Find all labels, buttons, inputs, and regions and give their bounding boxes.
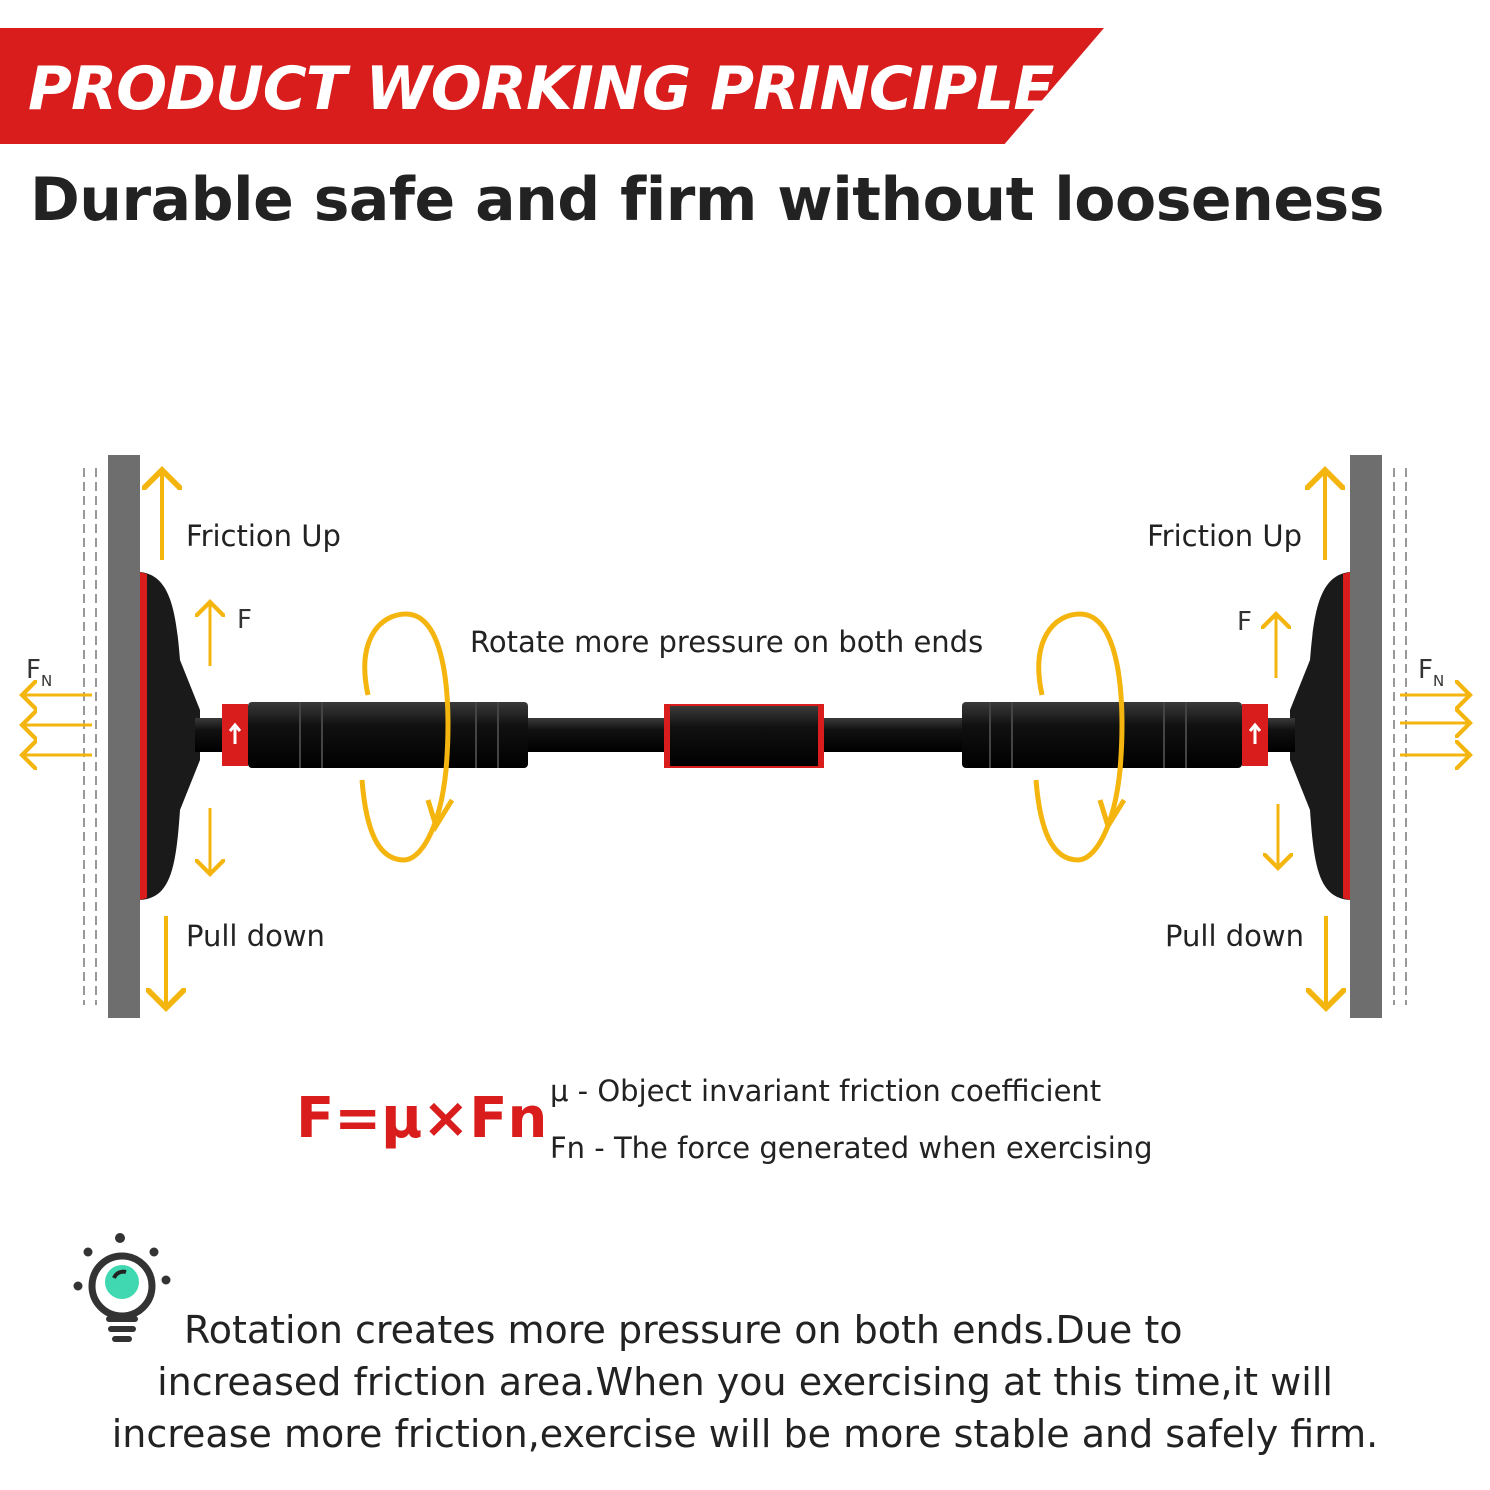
pullup-bar-diagram: Friction Up Friction Up Pull down Pull d… — [0, 455, 1490, 1018]
rotate-label: Rotate more pressure on both ends — [470, 625, 983, 659]
right-wall — [1350, 455, 1407, 1018]
right-end-cap — [1290, 572, 1350, 900]
force-arrows — [210, 602, 1278, 874]
lightbulb-icon — [73, 1233, 171, 1342]
rotation-arrow-icon — [359, 611, 1127, 863]
tip-line-1: Rotation creates more pressure on both e… — [184, 1308, 1183, 1352]
normal-force-arrows — [22, 695, 1470, 755]
force-label-right: F — [1237, 607, 1252, 637]
banner-title: PRODUCT WORKING PRINCIPLE — [28, 54, 1054, 124]
header-banner — [0, 28, 1104, 144]
arrow-icon — [228, 722, 242, 744]
normal-force-label-right: FN — [1418, 655, 1444, 690]
arrow-icon — [1248, 722, 1262, 744]
tip-line-2: increased friction area.When you exercis… — [157, 1360, 1333, 1404]
pull-down-label-left: Pull down — [186, 919, 325, 953]
left-wall — [83, 455, 140, 1018]
left-end-cap — [140, 572, 200, 900]
friction-formula: F=μ×Fn — [296, 1086, 548, 1151]
tip-line-3: increase more friction,exercise will be … — [111, 1412, 1379, 1456]
definition-mu: μ - Object invariant friction coefficien… — [550, 1074, 1102, 1108]
friction-up-label-right: Friction Up — [1147, 519, 1302, 553]
definition-fn: Fn - The force generated when exercising — [550, 1131, 1153, 1165]
pullup-bar — [195, 702, 1295, 768]
pull-down-label-right: Pull down — [1165, 919, 1304, 953]
friction-up-label-left: Friction Up — [186, 519, 341, 553]
force-label-left: F — [237, 605, 252, 635]
friction-arrows — [162, 470, 1326, 1008]
normal-force-label-left: FN — [26, 655, 52, 690]
page-subtitle: Durable safe and firm without looseness — [30, 165, 1384, 235]
